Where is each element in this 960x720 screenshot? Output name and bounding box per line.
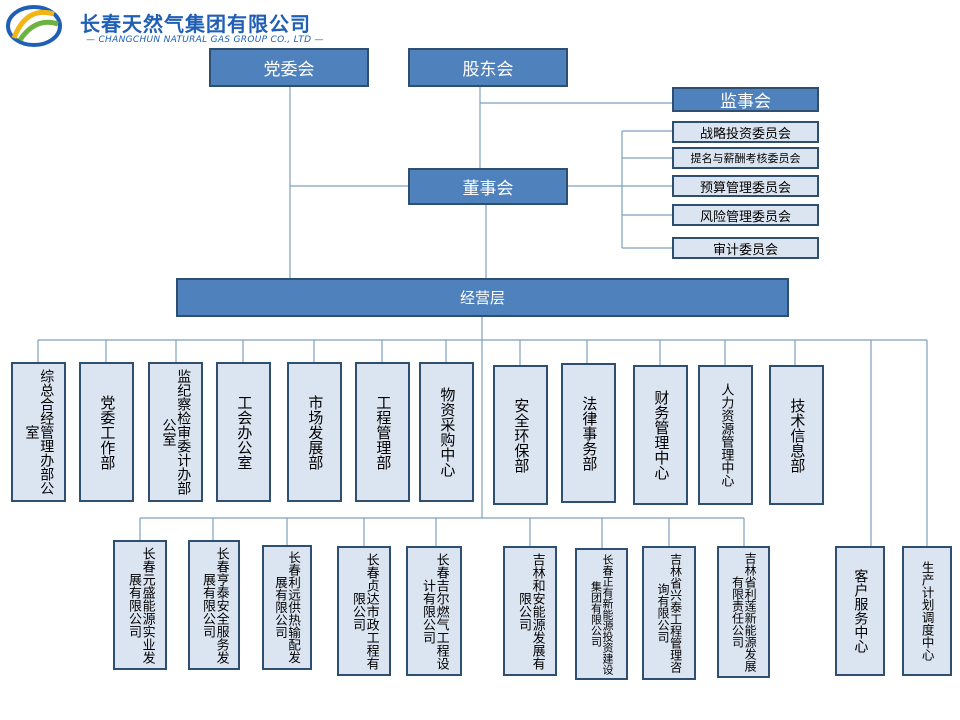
dept-label: 物资采购中心 — [438, 387, 457, 477]
subsidiary-label: 长春利远供热输配发展有限公司 — [273, 551, 302, 664]
committee-strategy: 战略投资委员会 — [672, 121, 819, 143]
dept-label: 技术信息部 — [788, 397, 807, 473]
dept-legal-affairs: 法律事务部 — [561, 363, 616, 503]
subsidiary-hean: 吉林和安能源发展有限公司 — [503, 546, 557, 676]
dept-market-development: 市场发展部 — [287, 362, 342, 502]
dept-discipline-audit: 监纪察检审委计办部公室 — [148, 362, 203, 502]
dept-label: 市场发展部 — [306, 394, 325, 470]
subsidiary-label: 吉林省兴泰工程管理咨询有限公司 — [656, 553, 683, 673]
subsidiary-jier: 长春吉尔燃气工程设计有限公司 — [406, 546, 462, 676]
subsidiary-label: 长春贞达市政工程有限公司 — [350, 552, 379, 670]
subsidiary-label: 长春吉尔燃气工程设计有限公司 — [420, 552, 449, 670]
dept-engineering-management: 工程管理部 — [355, 362, 410, 502]
dept-label: 党委工作部 — [98, 394, 117, 470]
committee-nomination: 提名与薪酬考核委员会 — [672, 147, 819, 169]
company-name-english: — CHANGCHUN NATURAL GAS GROUP CO., LTD — — [86, 35, 324, 45]
production-dispatch-center: 生产计划调度中心 — [902, 546, 952, 676]
dept-label: 法律事务部 — [580, 395, 599, 471]
subsidiary-hengtai: 长春亨泰安全服务发展有限公司 — [188, 540, 240, 670]
customer-service-center: 客户服务中心 — [835, 546, 885, 676]
dept-general-office: 综总合经管理办部公室 — [11, 362, 66, 502]
subsidiary-label: 长春元盛能源实业发展有限公司 — [126, 546, 155, 664]
company-name: 长春天然气集团有限公司 — [80, 12, 311, 36]
dept-procurement-center: 物资采购中心 — [419, 362, 474, 502]
center-label: 生产计划调度中心 — [919, 561, 935, 661]
board-of-directors-box: 董事会 — [408, 168, 568, 205]
dept-label: 人力资源管理中心 — [718, 383, 734, 487]
subsidiary-lilian: 吉林省利莲新能源发展有限责任公司 — [717, 546, 770, 678]
supervisory-board-box: 监事会 — [672, 87, 819, 112]
dept-human-resources: 人力资源管理中心 — [698, 365, 753, 505]
subsidiary-yuansheng: 长春元盛能源实业发展有限公司 — [113, 540, 167, 670]
dept-union-office: 工会办公室 — [216, 362, 271, 502]
committee-budget: 预算管理委员会 — [672, 175, 819, 197]
subsidiary-xingtai: 吉林省兴泰工程管理咨询有限公司 — [642, 546, 696, 680]
company-logo — [6, 5, 62, 47]
dept-label: 财务管理中心 — [652, 390, 671, 480]
subsidiary-label: 吉林和安能源发展有限公司 — [516, 552, 545, 670]
subsidiary-liyuan: 长春利远供热输配发展有限公司 — [262, 545, 312, 670]
dept-party-work: 党委工作部 — [79, 362, 134, 502]
dept-safety-environment: 安全环保部 — [493, 365, 548, 505]
dept-label: 安全环保部 — [512, 397, 531, 473]
dept-label: 工会办公室 — [235, 394, 254, 470]
shareholders-meeting-box: 股东会 — [408, 48, 568, 87]
dept-finance-center: 财务管理中心 — [633, 365, 688, 505]
subsidiary-zhenda: 长春贞达市政工程有限公司 — [337, 546, 391, 676]
party-committee-box: 党委会 — [209, 48, 369, 87]
committee-risk: 风险管理委员会 — [672, 204, 819, 226]
dept-label: 工程管理部 — [374, 394, 393, 470]
subsidiary-label: 长春亨泰安全服务发展有限公司 — [200, 546, 229, 664]
dept-label: 综总合经管理办部公室 — [23, 369, 55, 495]
dept-technology-information: 技术信息部 — [769, 365, 824, 505]
subsidiary-label: 长春正有新能源投资建设集团有限公司 — [589, 553, 615, 675]
subsidiary-zhengyou: 长春正有新能源投资建设集团有限公司 — [575, 548, 628, 680]
dept-label: 监纪察检审委计办部公室 — [160, 369, 192, 495]
committee-audit: 审计委员会 — [672, 237, 819, 259]
subsidiary-label: 吉林省利莲新能源发展有限责任公司 — [730, 552, 758, 672]
center-label: 客户服务中心 — [852, 569, 869, 653]
management-box: 经营层 — [176, 278, 789, 317]
